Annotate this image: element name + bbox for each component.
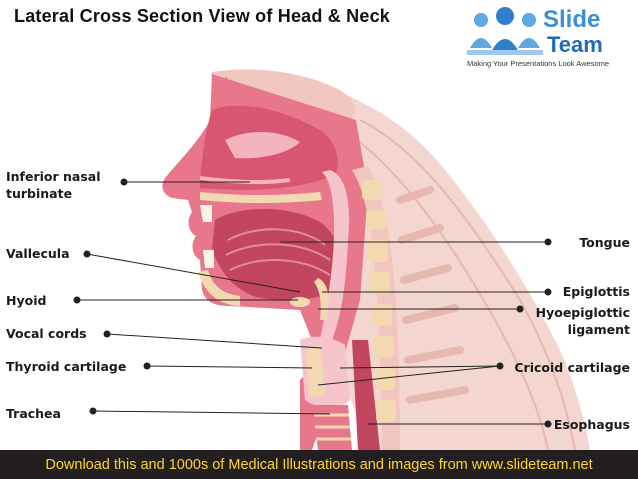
turbinate	[225, 131, 300, 159]
label-esophagus: Esophagus	[553, 417, 630, 432]
label-vocal-cords: Vocal cords	[6, 326, 87, 341]
label-trachea: Trachea	[6, 406, 61, 421]
footer-banner[interactable]: Download this and 1000s of Medical Illus…	[0, 450, 638, 479]
label-hyoepiglottic-ligament: Hyoepiglottic ligament	[535, 305, 630, 337]
logo-brand-slide: Slide	[543, 6, 601, 33]
label-epiglottis: Epiglottis	[562, 284, 630, 299]
pharynx	[320, 170, 350, 340]
label-vallecula: Vallecula	[6, 246, 70, 261]
label-thyroid-cartilage: Thyroid cartilage	[6, 359, 127, 374]
label-cricoid-cartilage: Cricoid cartilage	[514, 360, 630, 375]
logo-brand-team: Team	[547, 32, 603, 57]
label-tongue: Tongue	[579, 235, 630, 250]
hyoid-bone	[290, 297, 310, 307]
cervical-spine	[352, 166, 469, 450]
label-inferior-nasal-turbinate: Inferior nasal turbinate	[6, 169, 101, 201]
mandible	[198, 270, 240, 306]
tongue-shape	[212, 208, 341, 300]
people-icon	[467, 4, 543, 60]
slideteam-logo[interactable]: Slide Team Making Your Presentations Loo…	[465, 2, 635, 72]
leader-lines	[73, 178, 552, 428]
label-hyoid: Hyoid	[6, 293, 47, 308]
logo-tagline: Making Your Presentations Look Awesome	[467, 59, 610, 68]
page-title: Lateral Cross Section View of Head & Nec…	[14, 6, 390, 26]
skull-base	[212, 69, 356, 120]
teeth	[200, 205, 214, 268]
hard-palate	[200, 192, 322, 203]
